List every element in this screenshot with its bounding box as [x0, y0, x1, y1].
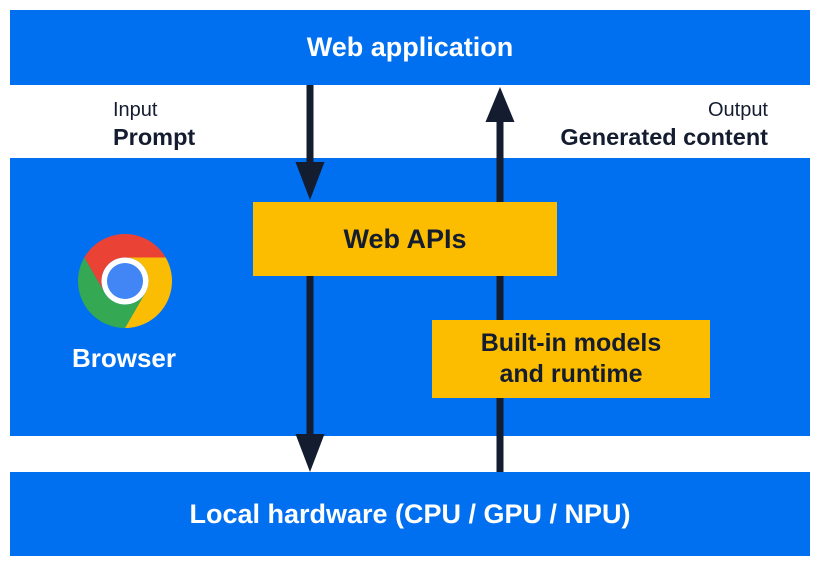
local-hardware-bar: Local hardware (CPU / GPU / NPU): [10, 472, 810, 556]
local-hardware-label: Local hardware (CPU / GPU / NPU): [189, 498, 631, 529]
web-application-bar: Web application: [10, 10, 810, 85]
builtin-models-label-line2: and runtime: [499, 360, 643, 388]
browser-label: Browser: [71, 343, 177, 373]
web-apis-label: Web APIs: [343, 223, 467, 254]
builtin-models-box: Built-in models and runtime: [432, 320, 710, 398]
output-caption: Output: [707, 99, 768, 121]
output-value-generated-content: Generated content: [560, 124, 768, 151]
input-label-group: Input Prompt: [113, 99, 195, 151]
web-apis-box: Web APIs: [253, 202, 557, 276]
web-application-label: Web application: [306, 32, 514, 62]
output-label-group: Output Generated content: [560, 99, 768, 151]
builtin-models-label-line1: Built-in models: [480, 329, 662, 357]
input-caption: Input: [113, 99, 158, 121]
input-value-prompt: Prompt: [113, 124, 196, 151]
chrome-browser-icon: [78, 234, 172, 328]
